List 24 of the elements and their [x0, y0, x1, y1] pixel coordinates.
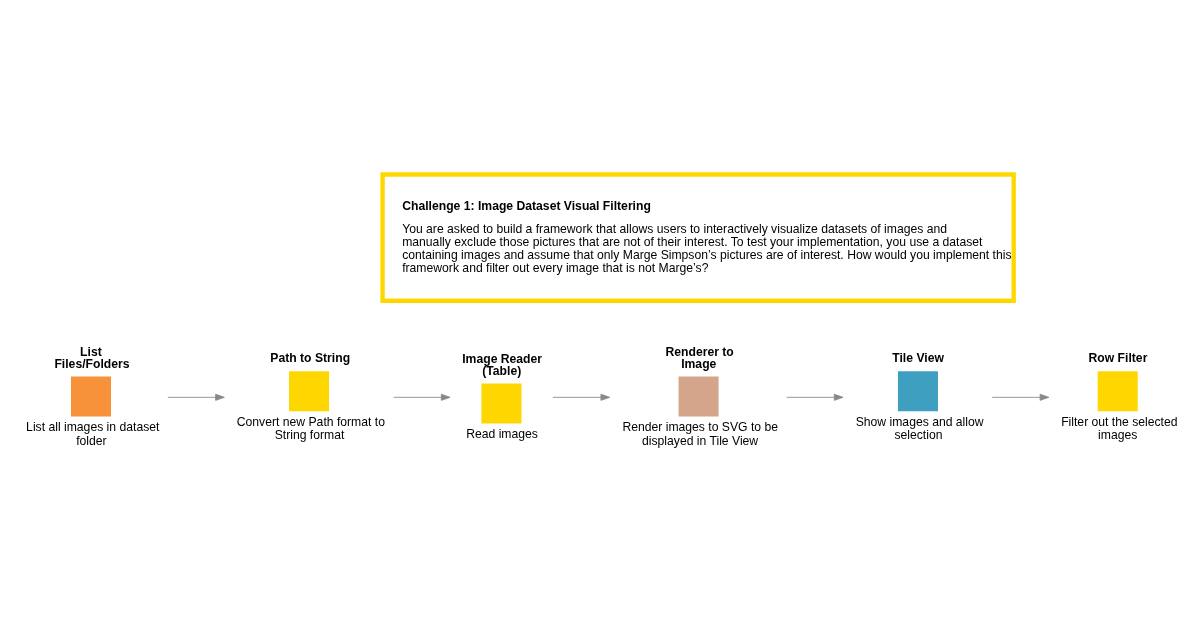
node-box: [289, 370, 330, 411]
node-label: Show images and allow selection: [855, 414, 984, 442]
node-label: Read images: [466, 426, 538, 441]
node-box: [481, 382, 522, 423]
node-box: [70, 375, 111, 416]
node-label: List all images in dataset folder: [26, 419, 160, 448]
arrow: [552, 393, 611, 401]
arrow: [991, 393, 1050, 401]
node-box: [1097, 370, 1138, 411]
node-box: Challenge 1: Image Dataset Visual Filtering You are asked to build a framework that allows users to interactively visualize datasets of images and manually exclude those pictures that are not of their interest. To test your implementation, you use a dataset containing images and assume that only Marge Simpson’s pictures are of interest. How would you implement this framework and filter out every image that is not Marge’s?: [380, 171, 1016, 303]
node-box: [897, 370, 938, 411]
node-label: List Files/Folders: [54, 344, 130, 371]
node-label: Row Filter: [1088, 350, 1148, 365]
node-label: Path to String: [270, 350, 351, 365]
node-label: Renderer to Image: [665, 344, 734, 371]
node-label: Image Reader (Table): [462, 351, 543, 378]
node-label: Tile View: [892, 350, 944, 365]
node-label: Convert new Path format to String format: [236, 414, 385, 442]
node-label: Render images to SVG to be displayed in Tile View: [622, 419, 779, 448]
node-box: [678, 375, 719, 416]
node-label: Filter out the selected images: [1061, 414, 1178, 442]
arrow: [167, 393, 225, 401]
arrow: [786, 393, 844, 401]
arrow: [393, 393, 451, 401]
